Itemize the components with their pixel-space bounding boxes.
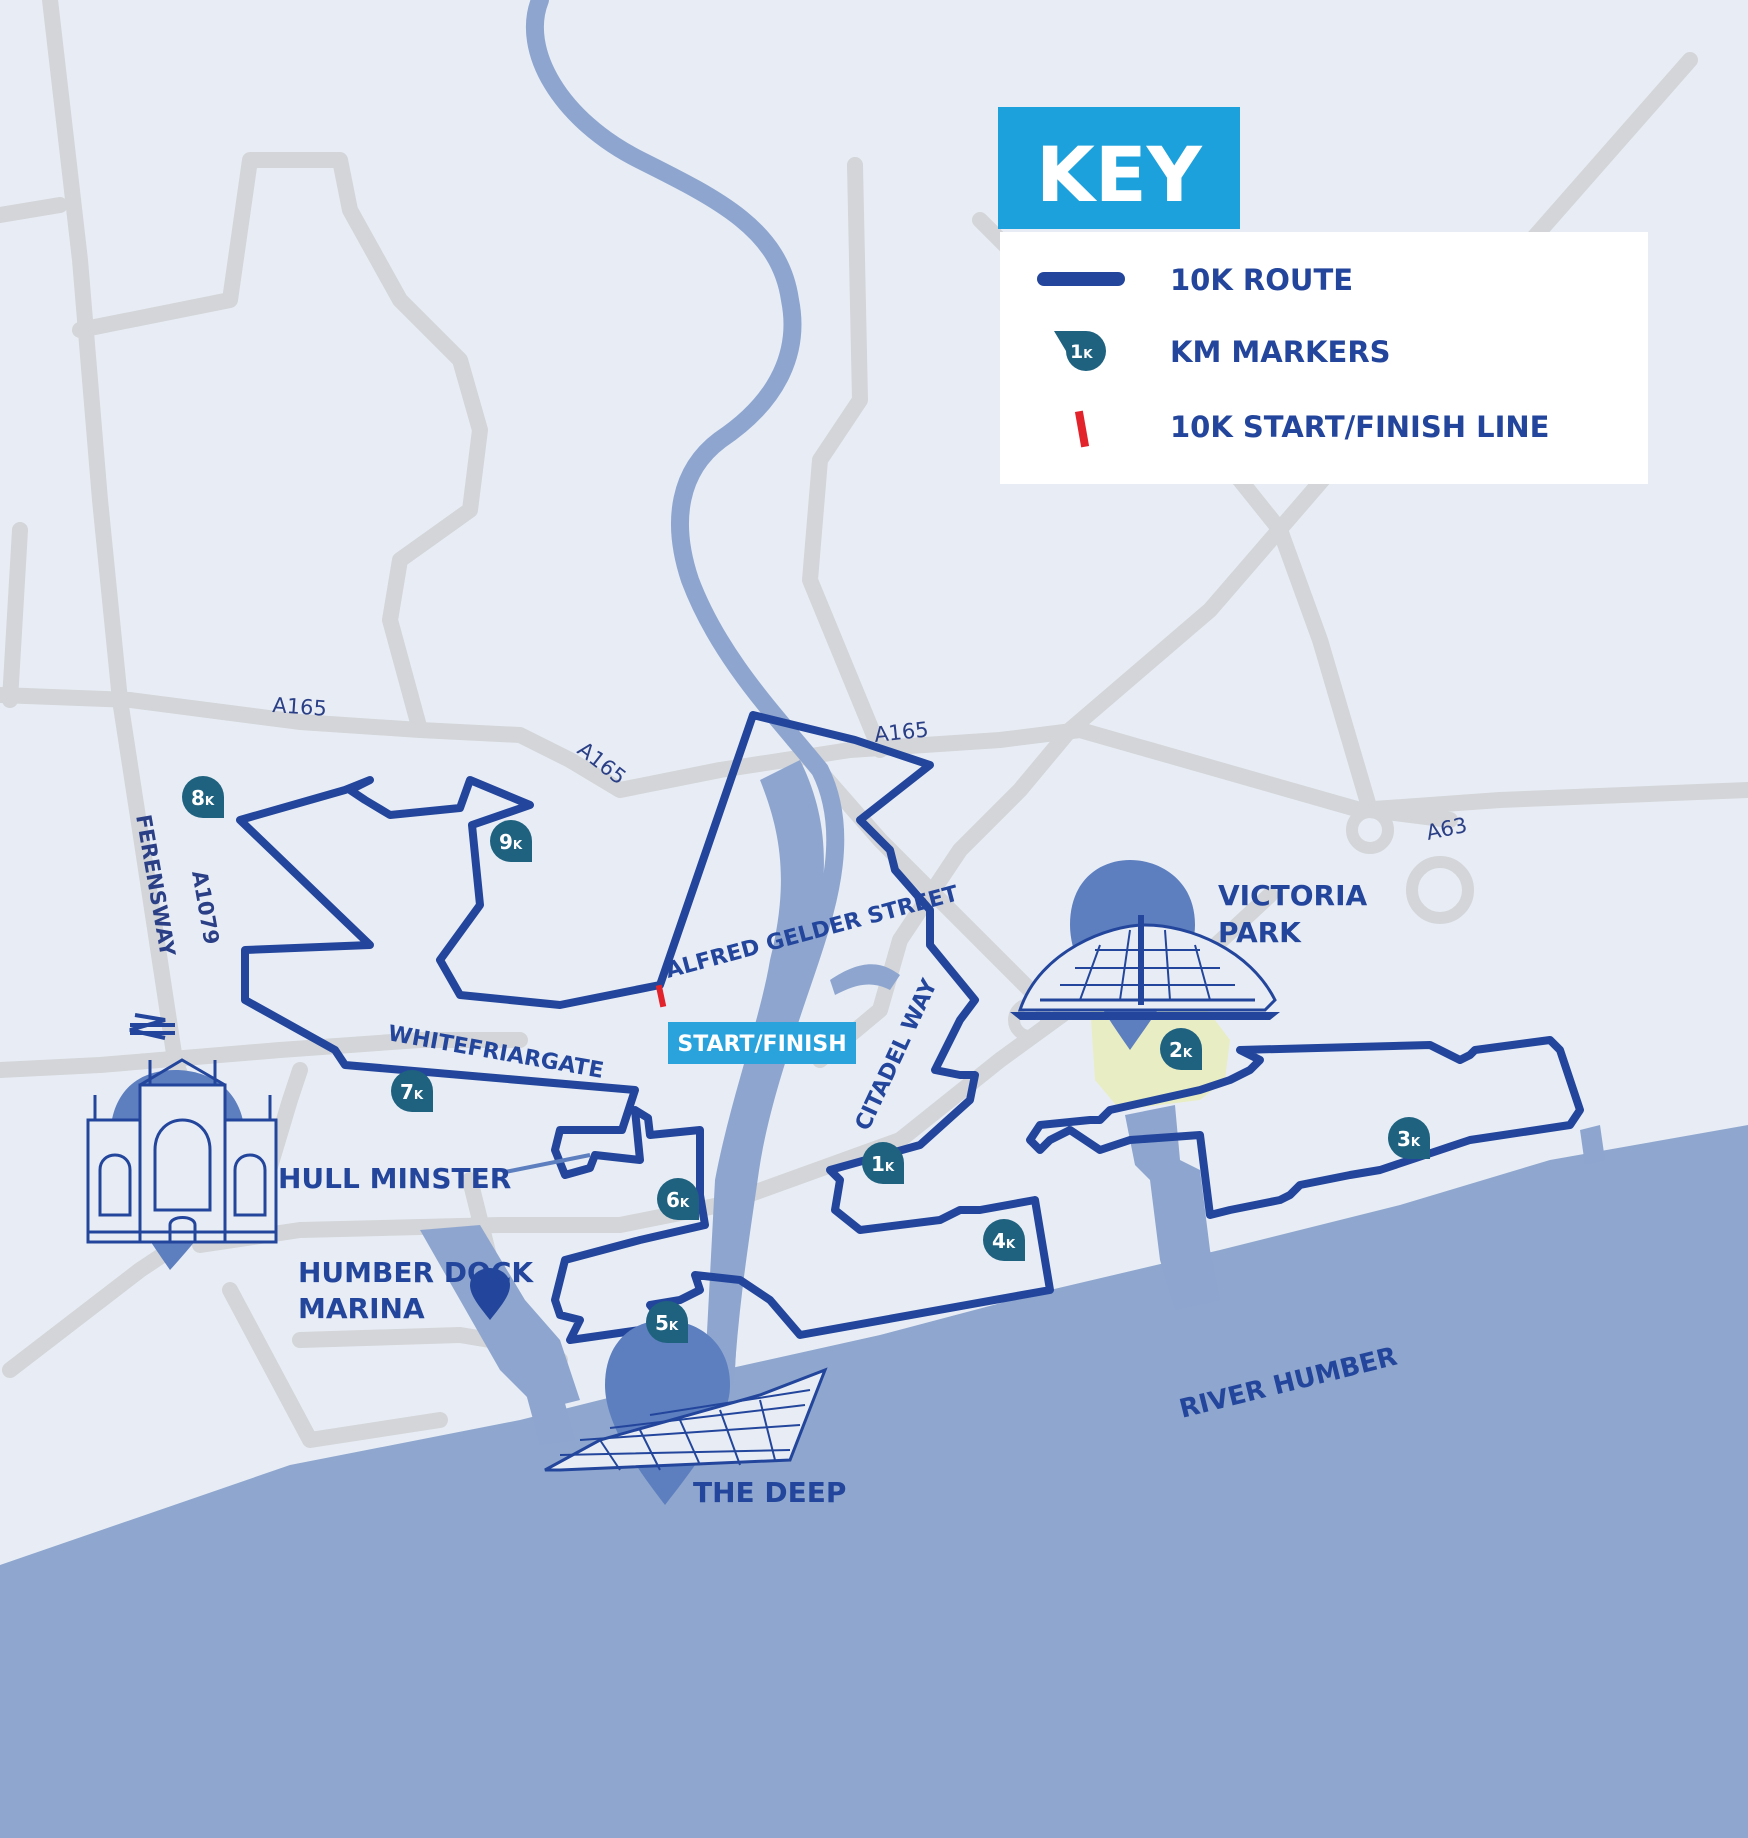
km-marker-6-label: 6K: [666, 1188, 690, 1212]
marina-lock: [525, 1385, 575, 1445]
road-north-loop: [72, 152, 488, 738]
km-marker-1: 1K: [862, 1142, 904, 1184]
map-key: KEY 10K ROUTE 1K KM MARKERS 10K START/FI…: [998, 107, 1648, 484]
humber-dock-label-line1: HUMBER DOCK: [298, 1256, 534, 1289]
km-marker-2: 2K: [1160, 1028, 1202, 1070]
hull-minster-building-icon: [86, 1058, 278, 1244]
km-marker-6: 6K: [657, 1178, 699, 1220]
km-marker-1-shape: [862, 1142, 904, 1184]
key-marker-num: 1K: [1070, 341, 1093, 363]
km-marker-3: 3K: [1388, 1117, 1430, 1159]
km-marker-7-label: 7K: [400, 1080, 424, 1104]
hull-minster-pointer: [504, 1153, 591, 1174]
km-marker-4-label: 4K: [992, 1229, 1016, 1253]
km-marker-9-label: 9K: [499, 830, 523, 854]
railway-station-icon: [129, 1013, 175, 1040]
km-marker-5-shape: [646, 1301, 688, 1343]
victoria-park-landmark: [1010, 860, 1280, 1050]
road-east-north: [802, 157, 888, 758]
victoria-park-label-line2: PARK: [1218, 916, 1302, 949]
road-horizontal-1: [0, 1032, 528, 1078]
humber-dock-pin-icon: [470, 1268, 510, 1320]
humber-dock-label-line2: MARINA: [298, 1292, 425, 1325]
start-finish-line-icon: [655, 984, 667, 1008]
river-hull-lower: [705, 760, 824, 1370]
km-marker-4-shape: [983, 1219, 1025, 1261]
km-marker-9: 9K: [490, 820, 532, 862]
key-label-km-markers: KM MARKERS: [1170, 335, 1391, 369]
km-marker-6-shape: [657, 1178, 699, 1220]
road-a165: [0, 687, 1748, 818]
river-hull: [526, 0, 845, 1389]
roundabout-a63: [1406, 856, 1474, 924]
km-marker-8-label: 8K: [191, 786, 215, 810]
start-finish-badge: [668, 1022, 856, 1064]
key-label-start-finish: 10K START/FINISH LINE: [1170, 410, 1549, 444]
km-marker-5: 5K: [646, 1301, 688, 1343]
km-markers-layer: 1K 2K 3K 4K 5K 6K 7K 8K 9K: [182, 776, 1430, 1343]
victoria-park-label-line1: VICTORIA: [1218, 879, 1368, 912]
road-west-minor: [2, 522, 28, 708]
km-marker-4: 4K: [983, 1219, 1025, 1261]
km-marker-icon: [1054, 331, 1106, 371]
km-marker-5-label: 5K: [655, 1311, 679, 1335]
key-start-finish-icon: [1074, 410, 1090, 448]
pavilion-icon: [1010, 915, 1280, 1020]
km-marker-2-label: 2K: [1169, 1038, 1193, 1062]
10k-route-east-loop: [1026, 1036, 1584, 1219]
km-marker-8-shape: [182, 776, 224, 818]
key-title: KEY: [1036, 130, 1203, 219]
the-deep-landmark: [544, 1320, 828, 1505]
hull-minster-landmark: [86, 1058, 278, 1270]
key-header: [998, 107, 1240, 229]
km-marker-8: 8K: [182, 776, 224, 818]
km-marker-3-label: 3K: [1397, 1127, 1421, 1151]
river-hull-inlet: [830, 964, 900, 995]
road-label-a165-west: A165: [272, 693, 328, 721]
road-label-a165-east: A165: [873, 717, 930, 747]
km-marker-9-shape: [490, 820, 532, 862]
km-marker-1-label: 1K: [871, 1152, 895, 1176]
the-deep-label: THE DEEP: [693, 1476, 846, 1509]
hull-minster-label: HULL MINSTER: [278, 1162, 511, 1195]
10k-route-line: [236, 711, 1054, 1344]
km-marker-2-shape: [1160, 1028, 1202, 1070]
humber-dock-water: [420, 1225, 580, 1410]
road-mid-east: [802, 752, 1038, 998]
river-humber-water: [0, 1125, 1748, 1838]
km-marker-7-shape: [391, 1070, 433, 1112]
roundabout-east: [1346, 806, 1394, 854]
road-south-west-2: [222, 1282, 448, 1448]
km-marker-3-shape: [1388, 1117, 1430, 1159]
km-marker-7: 7K: [391, 1070, 433, 1112]
road-west-north: [0, 197, 68, 223]
east-dock-pier: [1125, 1105, 1220, 1310]
key-label-route: 10K ROUTE: [1170, 263, 1353, 297]
the-deep-building-icon: [544, 1367, 828, 1472]
road-ferensway: [42, 0, 183, 1068]
start-finish-label: START/FINISH: [677, 1032, 846, 1057]
east-jetty: [1580, 1125, 1605, 1165]
